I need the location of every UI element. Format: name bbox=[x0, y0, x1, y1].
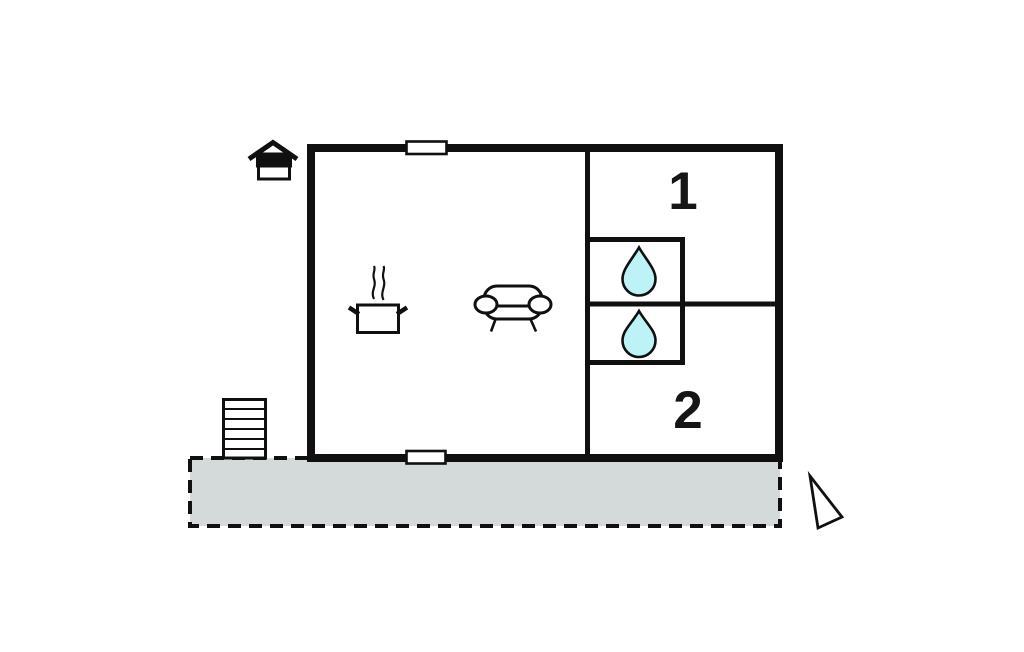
room-label-1: 1 bbox=[668, 162, 698, 221]
water-drop-icon bbox=[621, 244, 657, 297]
north-arrow-icon bbox=[807, 470, 845, 531]
stairs-icon bbox=[222, 398, 267, 460]
sauna-house-icon bbox=[247, 139, 299, 181]
window-bottom bbox=[405, 449, 447, 465]
water-drop-icon bbox=[621, 308, 657, 359]
sofa-icon bbox=[473, 284, 553, 333]
room-label-2: 2 bbox=[673, 381, 703, 440]
terrace-area bbox=[188, 456, 782, 528]
cooking-pot-icon bbox=[347, 265, 409, 334]
window-top bbox=[405, 140, 448, 156]
